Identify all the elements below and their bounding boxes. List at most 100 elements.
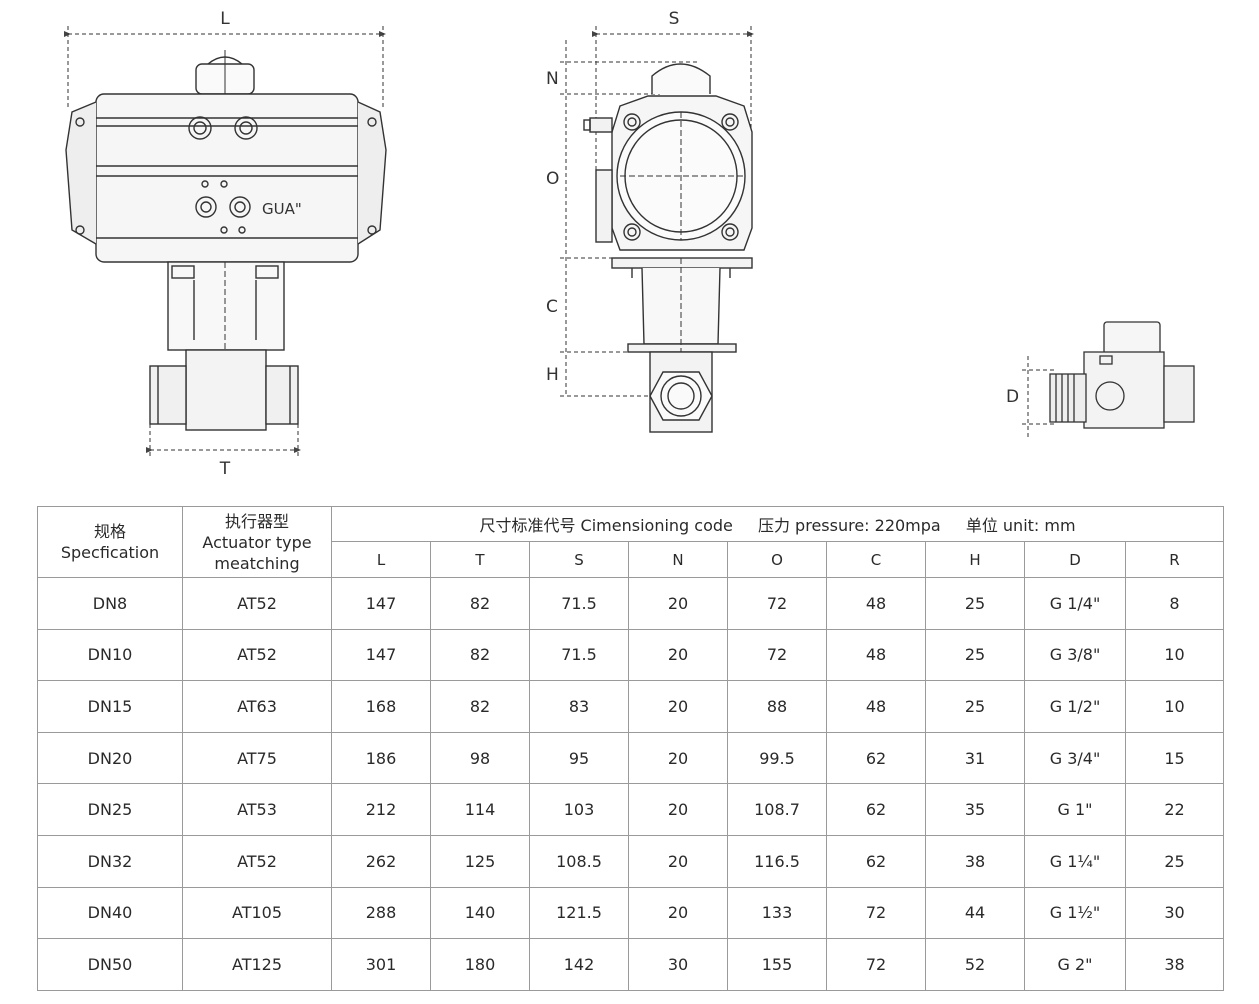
- cell-l: 288: [331, 886, 431, 940]
- cell-r: 38: [1124, 938, 1225, 991]
- cell-o: 116.5: [727, 834, 827, 888]
- cell-actuator: AT52: [182, 577, 332, 630]
- cell-d: G 1": [1024, 783, 1126, 836]
- cell-spec: DN40: [37, 886, 183, 940]
- cell-s: 103: [529, 783, 629, 836]
- banner-pressure: 压力 pressure: 220mpa: [757, 516, 941, 535]
- cell-o: 155: [727, 938, 827, 991]
- cell-t: 140: [430, 886, 530, 940]
- cell-t: 82: [430, 628, 530, 682]
- cell-n: 20: [628, 731, 728, 785]
- cell-t: 82: [430, 680, 530, 733]
- dim-label-N: N: [546, 69, 559, 89]
- cell-n: 30: [628, 938, 728, 991]
- cell-c: 62: [826, 834, 926, 888]
- header-specification: 规格 Specfication: [37, 506, 183, 578]
- cell-d: G 3/4": [1024, 731, 1126, 785]
- column-header-T: T: [430, 541, 530, 578]
- cell-spec: DN25: [37, 783, 183, 836]
- cell-o: 99.5: [727, 731, 827, 785]
- cell-d: G 3/8": [1024, 628, 1126, 682]
- cell-h: 25: [925, 628, 1025, 682]
- cell-l: 301: [331, 938, 431, 991]
- cell-t: 114: [430, 783, 530, 836]
- cell-n: 20: [628, 577, 728, 630]
- cell-d: G 2": [1024, 938, 1126, 991]
- cell-r: 10: [1124, 680, 1225, 733]
- cell-l: 168: [331, 680, 431, 733]
- cell-s: 83: [529, 680, 629, 733]
- cell-spec: DN50: [37, 938, 183, 991]
- header-actuator: 执行器型 Actuator type meatching: [182, 506, 332, 578]
- cell-s: 121.5: [529, 886, 629, 940]
- cell-r: 8: [1124, 577, 1225, 630]
- brand-mark: GUA": [262, 200, 302, 218]
- banner-dimension-code: 尺寸标准代号 Cimensioning code: [479, 516, 733, 535]
- column-header-H: H: [925, 541, 1025, 578]
- cell-o: 72: [727, 628, 827, 682]
- column-header-O: O: [727, 541, 827, 578]
- cell-s: 108.5: [529, 834, 629, 888]
- cell-o: 108.7: [727, 783, 827, 836]
- cell-actuator: AT105: [182, 886, 332, 940]
- cell-l: 147: [331, 628, 431, 682]
- cell-r: 22: [1124, 783, 1225, 836]
- cell-s: 95: [529, 731, 629, 785]
- column-header-S: S: [529, 541, 629, 578]
- dim-label-S: S: [669, 9, 680, 29]
- cell-l: 262: [331, 834, 431, 888]
- header-spec-cn: 规格: [93, 522, 126, 541]
- section-view-drawing: [1022, 321, 1195, 440]
- cell-c: 48: [826, 577, 926, 630]
- cell-o: 72: [727, 577, 827, 630]
- cell-s: 142: [529, 938, 629, 991]
- cell-h: 25: [925, 680, 1025, 733]
- cell-actuator: AT52: [182, 834, 332, 888]
- cell-s: 71.5: [529, 577, 629, 630]
- header-spec-en: Specfication: [60, 543, 160, 562]
- cell-o: 133: [727, 886, 827, 940]
- header-actuator-cn: 执行器型: [224, 511, 289, 531]
- cell-t: 82: [430, 577, 530, 630]
- cell-h: 52: [925, 938, 1025, 991]
- dim-label-L: L: [220, 9, 230, 29]
- cell-n: 20: [628, 886, 728, 940]
- cell-l: 186: [331, 731, 431, 785]
- cell-s: 71.5: [529, 628, 629, 682]
- cell-c: 72: [826, 886, 926, 940]
- cell-d: G 1¼": [1024, 834, 1126, 888]
- header-actuator-en-2: meatching: [214, 553, 300, 573]
- dimension-table: 规格 Specfication 执行器型 Actuator type meatc…: [37, 506, 1225, 991]
- cell-n: 20: [628, 628, 728, 682]
- cell-spec: DN15: [37, 680, 183, 733]
- cell-actuator: AT52: [182, 628, 332, 682]
- cell-spec: DN20: [37, 731, 183, 785]
- dim-label-C: C: [546, 297, 558, 317]
- front-view-drawing: [64, 26, 387, 456]
- cell-actuator: AT75: [182, 731, 332, 785]
- banner-unit: 单位 unit: mm: [965, 516, 1076, 535]
- column-header-N: N: [628, 541, 728, 578]
- column-header-L: L: [331, 541, 431, 578]
- cell-spec: DN8: [37, 577, 183, 630]
- cell-h: 35: [925, 783, 1025, 836]
- header-actuator-en-1: Actuator type: [202, 532, 312, 552]
- cell-h: 25: [925, 577, 1025, 630]
- cell-c: 48: [826, 628, 926, 682]
- dim-label-H: H: [546, 365, 559, 385]
- cell-d: G 1/2": [1024, 680, 1126, 733]
- technical-drawings: L T GUA": [64, 9, 1195, 479]
- cell-h: 38: [925, 834, 1025, 888]
- cell-n: 20: [628, 680, 728, 733]
- cell-h: 31: [925, 731, 1025, 785]
- cell-c: 62: [826, 731, 926, 785]
- dim-label-D: D: [1006, 387, 1019, 407]
